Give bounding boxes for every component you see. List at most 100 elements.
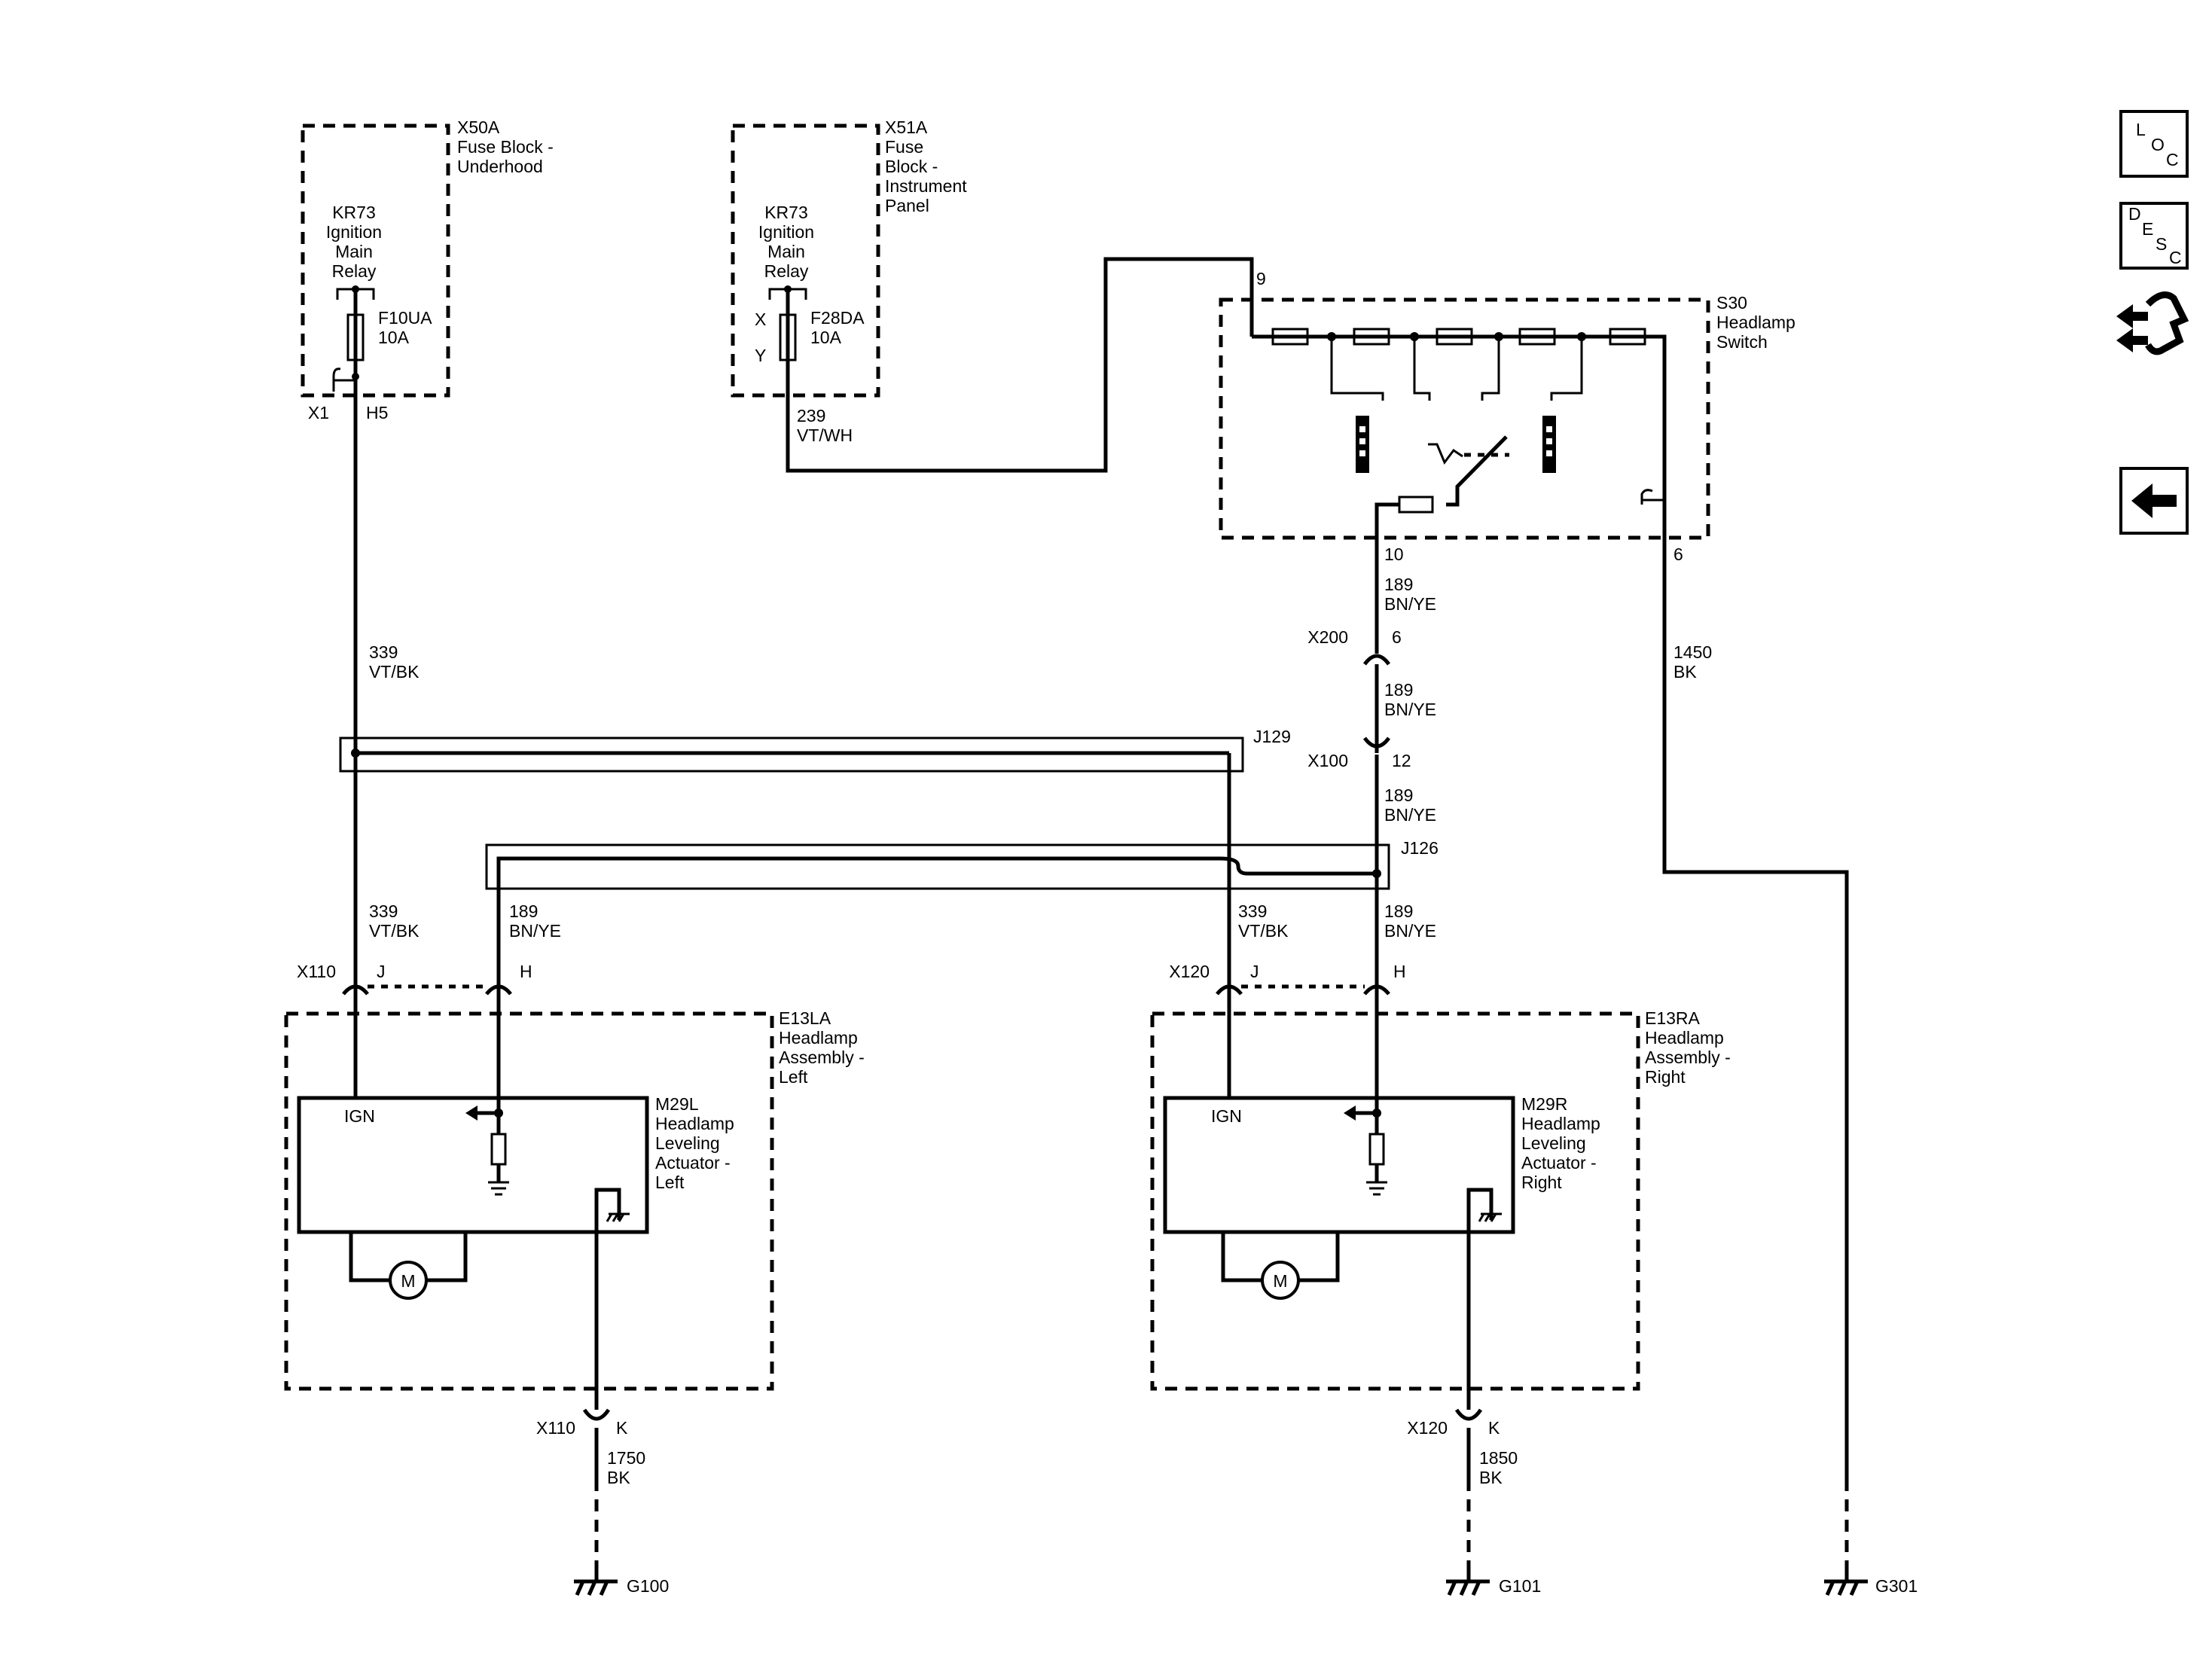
connector-x200: X200 6 xyxy=(1307,627,1402,753)
connector-label: X110 xyxy=(536,1418,575,1438)
connector-x1-icon xyxy=(332,367,355,392)
wire-circuit: 189 xyxy=(1384,785,1413,805)
ground-label: G101 xyxy=(1499,1576,1541,1596)
desc-letter: S xyxy=(2156,234,2167,254)
fuse-block-ip-desc: Fuse xyxy=(885,137,923,157)
fuse-block-ip-desc: Block - xyxy=(885,157,938,176)
desc-button[interactable]: D E S C xyxy=(2119,202,2189,270)
connector-pin: 6 xyxy=(1392,627,1402,647)
wire-color: VT/WH xyxy=(797,425,853,445)
connector-x110-lower: X110 K xyxy=(536,1389,628,1479)
fuse-block-ip-desc: Instrument xyxy=(885,176,967,196)
relay-label: KR73 xyxy=(764,203,808,222)
connector-pin: H xyxy=(1393,962,1406,981)
chassis-ground-icon xyxy=(574,1579,618,1597)
headlamp-assembly-right: E13RA Headlamp Assembly - Right IGN M29R… xyxy=(1150,1008,1731,1391)
connector-x100: X100 12 xyxy=(1307,737,1411,857)
desc-button-icon[interactable] xyxy=(2119,202,2189,270)
fuse-pin: Y xyxy=(755,346,766,365)
fuse-id: F10UA xyxy=(378,308,432,328)
resistor-icon xyxy=(1353,328,1390,346)
actuator-desc: Right xyxy=(1521,1173,1562,1192)
wire-circuit: 1850 xyxy=(1479,1448,1518,1468)
headlamp-desc: Right xyxy=(1645,1067,1686,1087)
switch-pin: 9 xyxy=(1256,269,1266,288)
actuator-desc: Actuator - xyxy=(655,1153,731,1173)
actuator-desc: Left xyxy=(655,1173,685,1192)
connector-label: X120 xyxy=(1169,962,1210,981)
actuator-desc: Headlamp xyxy=(655,1114,734,1133)
headlamp-switch: 9 S30 Headlamp Switch xyxy=(1219,269,1796,540)
wire-color: VT/BK xyxy=(369,662,420,682)
fuse-rating: 10A xyxy=(378,328,410,347)
headlamp-id: E13RA xyxy=(1645,1008,1701,1028)
fuse-id: F28DA xyxy=(810,308,865,328)
wire-color: BN/YE xyxy=(1384,921,1436,941)
resistor-icon xyxy=(1398,496,1434,514)
fuse-pin: X xyxy=(755,310,766,329)
ground-label: G100 xyxy=(627,1576,669,1596)
wire-1450 xyxy=(1662,538,1849,1479)
loc-button[interactable]: L O C xyxy=(2119,110,2189,178)
actuator-left xyxy=(297,1096,649,1234)
actuator-pin-label: IGN xyxy=(344,1106,375,1126)
switch-pin: 10 xyxy=(1384,544,1404,564)
actuator-desc: Headlamp xyxy=(1521,1114,1600,1133)
switch-wiper-icon xyxy=(1428,443,1463,465)
actuator-desc: Leveling xyxy=(1521,1133,1586,1153)
internal-ground-icon xyxy=(594,1188,621,1232)
wire-color: BK xyxy=(607,1468,630,1487)
fuse-block-underhood: X50A Fuse Block - Underhood KR73 Ignitio… xyxy=(301,117,554,422)
relay-label: Relay xyxy=(332,261,377,281)
fuse-block-instrument-panel: X51A Fuse Block - Instrument Panel KR73 … xyxy=(731,117,967,398)
wire-color: VT/BK xyxy=(1238,921,1289,941)
actuator-id: M29R xyxy=(1521,1094,1567,1114)
connector-pin: 12 xyxy=(1392,751,1411,770)
ground-g301: G301 xyxy=(1824,1566,1918,1597)
wire-color: BN/YE xyxy=(509,921,561,941)
loc-letter: C xyxy=(2166,150,2179,169)
wire-circuit: 1750 xyxy=(607,1448,645,1468)
connector-icon xyxy=(1640,489,1664,505)
connector-pin: K xyxy=(616,1418,628,1438)
headlamp-desc: Assembly - xyxy=(779,1048,865,1067)
connector-label: X120 xyxy=(1407,1418,1448,1438)
connector-x110-upper: X110 J H xyxy=(297,962,532,1113)
wire-circuit: 189 xyxy=(1384,901,1413,921)
motor-icon xyxy=(389,1261,428,1300)
motor-icon xyxy=(1261,1261,1300,1300)
wire-circuit: 339 xyxy=(369,642,398,662)
wire-color: BK xyxy=(1673,662,1697,682)
loc-button-icon[interactable] xyxy=(2119,110,2189,178)
loc-letter: L xyxy=(2136,120,2146,139)
switch-desc: Switch xyxy=(1716,332,1768,352)
wire-color: BN/YE xyxy=(1384,594,1436,614)
connector-swap-button[interactable] xyxy=(2116,291,2189,355)
back-arrow-icon[interactable] xyxy=(2131,483,2177,518)
fuse-block-ip-id: X51A xyxy=(885,117,928,137)
connector-label: X110 xyxy=(297,962,336,981)
wire-circuit: 189 xyxy=(509,901,538,921)
loc-letter: O xyxy=(2151,135,2165,154)
resistor-icon xyxy=(1518,328,1556,346)
actuator-pin-label: IGN xyxy=(1211,1106,1242,1126)
actuator-desc: Actuator - xyxy=(1521,1153,1597,1173)
wire-color: VT/BK xyxy=(369,921,420,941)
back-button[interactable] xyxy=(2119,467,2189,535)
resistor-icon xyxy=(1609,328,1646,346)
connector-pin: K xyxy=(1488,1418,1500,1438)
switch-pin: 6 xyxy=(1673,544,1683,564)
actuator-id: M29L xyxy=(655,1094,699,1114)
desc-letter: E xyxy=(2142,219,2153,239)
relay-label: KR73 xyxy=(332,203,376,222)
desc-letter: C xyxy=(2169,248,2182,267)
connector-swap-icon[interactable] xyxy=(2116,291,2189,355)
headlamp-desc: Assembly - xyxy=(1645,1048,1731,1067)
relay-label: Ignition xyxy=(758,222,814,242)
wire-color: BK xyxy=(1479,1468,1503,1487)
resistor-icon xyxy=(490,1133,507,1166)
connector-x120-upper: X120 J H xyxy=(1169,962,1406,1113)
ground-icon xyxy=(1366,1181,1387,1196)
fuse-block-underhood-desc: Fuse Block - xyxy=(457,137,554,157)
